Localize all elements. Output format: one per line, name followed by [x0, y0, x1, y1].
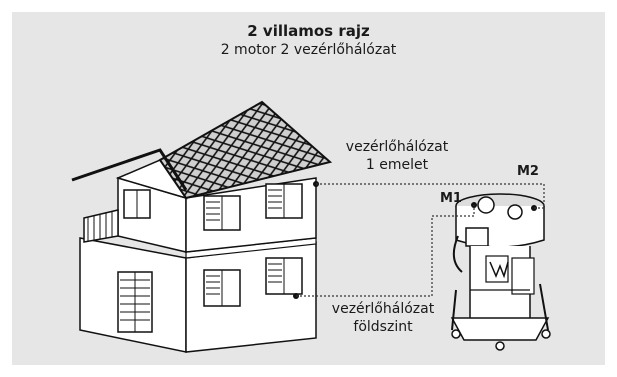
diagram-subtitle: 2 motor 2 vezérlőhálózat: [220, 42, 397, 58]
motor-label-m1: M1: [440, 191, 462, 206]
dust-extractor-icon: [450, 193, 551, 351]
title-block: 2 villamos rajz 2 motor 2 vezérlőhálózat: [0, 22, 617, 60]
diagram-title: 2 villamos rajz: [247, 22, 370, 40]
upper-network-line2: 1 emelet: [365, 157, 429, 173]
house-icon: [71, 100, 333, 353]
connection-lines: [296, 183, 545, 297]
ground-network-line2: földszint: [353, 319, 413, 335]
motor-label-m2: M2: [517, 164, 539, 179]
upper-network-line1: vezérlőhálózat: [345, 139, 449, 155]
upper-network-label: vezérlőhálózat 1 emelet: [334, 138, 460, 174]
ground-network-label: vezérlőhálózat földszint: [320, 300, 446, 336]
ground-network-line1: vezérlőhálózat: [331, 301, 435, 317]
